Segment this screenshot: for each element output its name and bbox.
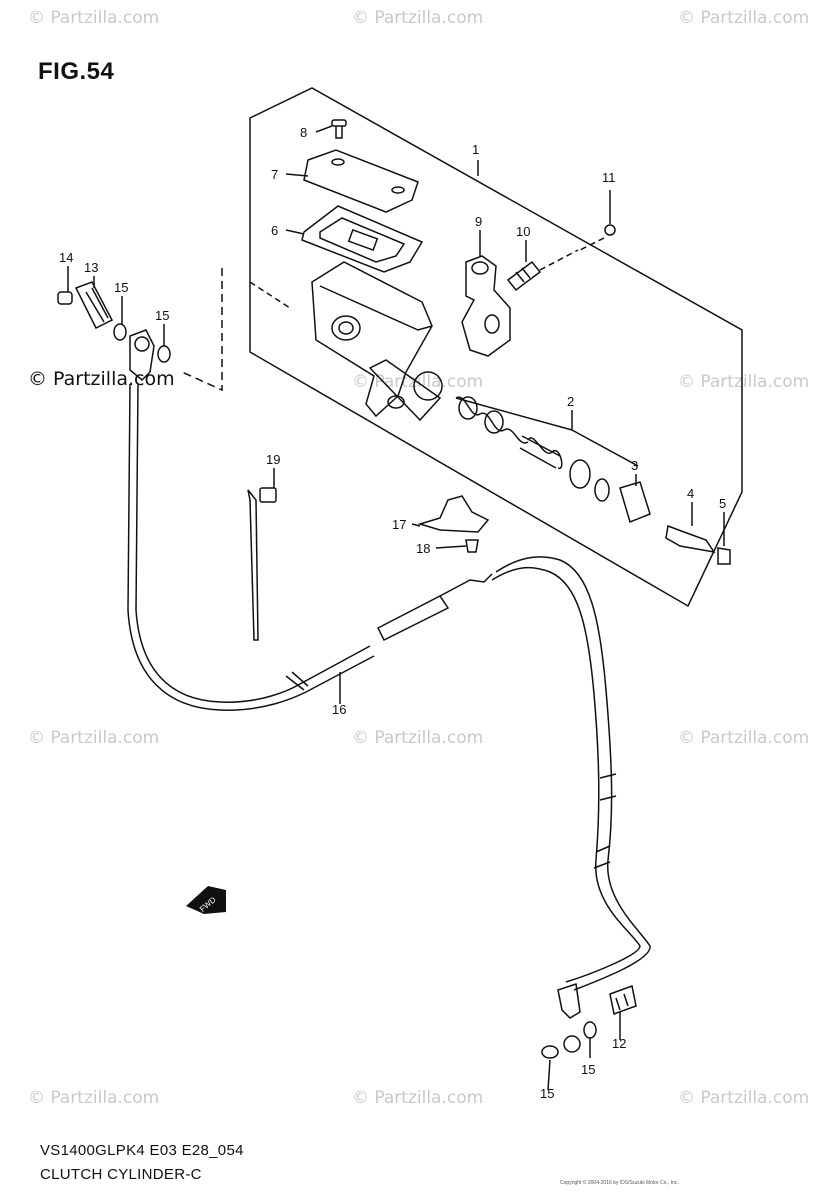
watermark: © Partzilla.com [678, 728, 810, 748]
adjust-screw [506, 260, 542, 292]
banjo-bolt [74, 281, 114, 330]
callout-label: 2 [567, 394, 574, 409]
washer [157, 345, 171, 363]
figure-title: FIG.54 [38, 58, 115, 85]
master-cylinder-body [311, 261, 433, 418]
piston-spring [455, 396, 529, 444]
model-code: VS1400GLPK4 E03 E28_054 [40, 1142, 244, 1159]
callout-label: 19 [266, 452, 280, 467]
watermark: © Partzilla.com [28, 728, 160, 748]
copyright-fine-print: Copyright © 2004-2016 by IDS/Suzuki Moto… [560, 1180, 679, 1186]
callout-label: 15 [155, 308, 169, 323]
assembly-frame [249, 87, 743, 608]
screw-part [331, 119, 347, 139]
pushrod [665, 524, 716, 554]
callout-label: 15 [581, 1062, 595, 1077]
clamp-bolt [465, 539, 479, 553]
reservoir-cover [303, 149, 419, 213]
callout-label: 9 [475, 214, 482, 229]
callout-label: 18 [416, 541, 430, 556]
banjo-fitting [129, 329, 155, 382]
banjo-bolt [609, 984, 637, 1016]
end-cap [717, 547, 731, 565]
watermark: © Partzilla.com [678, 8, 810, 28]
clutch-hose [495, 556, 651, 991]
callout-label: 4 [687, 486, 694, 501]
callout-label: 16 [332, 702, 346, 717]
banjo-cap [57, 291, 73, 305]
nut-part [604, 224, 616, 236]
callout-label: 5 [719, 496, 726, 511]
washer [113, 323, 127, 341]
callout-label: 1 [472, 142, 479, 157]
cable-tie [247, 489, 259, 641]
watermark: © Partzilla.com [352, 8, 484, 28]
hose-clamp [417, 495, 490, 533]
watermark: © Partzilla.com [28, 1088, 160, 1108]
callout-label: 10 [516, 224, 530, 239]
watermark: © Partzilla.com [352, 728, 484, 748]
lever-bracket [461, 255, 511, 357]
frame-dashed-link [249, 281, 291, 309]
clutch-hose [135, 383, 371, 703]
callout-label: 12 [612, 1036, 626, 1051]
washer [541, 1045, 559, 1059]
diaphragm [301, 205, 424, 273]
callout-label: 6 [271, 223, 278, 238]
section-title: CLUTCH CYLINDER-C [40, 1166, 202, 1183]
callout-label: 14 [59, 250, 73, 265]
watermark: © Partzilla.com [678, 1088, 810, 1108]
watermark: © Partzilla.com [678, 372, 810, 392]
callout-label: 13 [84, 260, 98, 275]
callout-label: 7 [271, 167, 278, 182]
watermark: © Partzilla.com [28, 8, 160, 28]
callout-label: 15 [114, 280, 128, 295]
fwd-arrow-icon [186, 886, 226, 914]
callout-label: 3 [631, 458, 638, 473]
callout-labels: 1 2 3 4 5 6 7 8 9 10 11 12 13 14 15 15 1… [59, 125, 726, 1101]
callout-label: 8 [300, 125, 307, 140]
callout-label: 17 [392, 517, 406, 532]
washer [583, 1021, 597, 1039]
banjo-fitting [557, 983, 581, 1019]
watermark: © Partzilla.com [352, 1088, 484, 1108]
callout-label: 15 [540, 1086, 554, 1101]
callout-label: 11 [602, 170, 616, 185]
dust-boot [619, 481, 651, 524]
frame-dashed-link [181, 268, 223, 392]
